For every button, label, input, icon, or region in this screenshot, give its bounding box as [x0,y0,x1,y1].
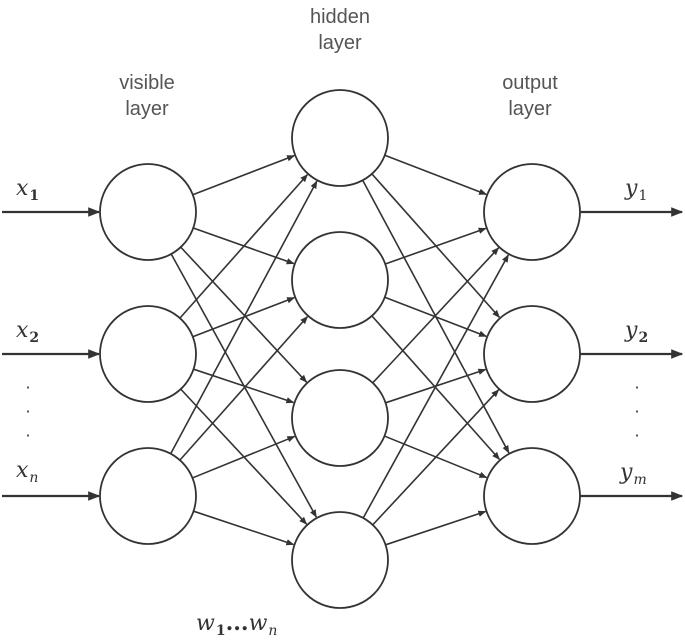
input-xn-base: x [16,458,29,483]
neuron-nodes [99,89,581,609]
input-xn-subscript: n [29,470,39,486]
input-x2-subscript: 2 [29,330,40,346]
hidden-node-2 [291,231,389,329]
output-layer-label: output layer [460,70,600,122]
output-label-y1: y1 [625,176,647,204]
edge-visible-2-to-hidden-1 [179,174,309,319]
output-ym-subscript: m [633,472,647,488]
edge-visible-3-to-hidden-2 [179,316,309,461]
output-node-1 [483,163,581,261]
visible-layer-label-line1: visible [119,72,175,94]
hidden-node-4 [291,511,389,609]
input-ellipsis: · · · [22,376,34,448]
weight-sub-start: 1 [215,623,226,639]
io-arrows [2,207,684,501]
visible-layer-label-line2: layer [125,98,169,120]
weight-w-start: w [196,611,215,636]
output-ellipsis-dot-2: · [634,402,640,421]
connection-edges [169,154,510,546]
input-x1-subscript: 1 [29,188,40,204]
output-node-3 [483,447,581,545]
input-ellipsis-dot-3: · [25,426,31,445]
edge-visible-1-to-hidden-3 [180,246,308,383]
visible-node-2 [99,305,197,403]
output-label-y2: y2 [625,318,648,346]
output-layer-label-line2: layer [508,98,552,120]
edge-visible-3-to-hidden-3 [192,435,296,479]
visible-node-1 [99,163,197,261]
output-y2-subscript: 2 [638,330,649,346]
weights-label: w1...wn [196,610,277,639]
edge-hidden-3-to-output-1 [372,247,500,384]
edge-hidden-4-to-output-2 [372,389,500,526]
edge-hidden-4-to-output-1 [362,254,510,519]
edge-hidden-1-to-output-1 [384,154,488,196]
output-y1-subscript: 1 [638,188,648,204]
input-x1-base: x [16,176,29,201]
hidden-node-1 [291,89,389,187]
input-label-x1: x1 [16,176,39,204]
output-node-2 [483,305,581,403]
output-ellipsis-dot-3: · [634,426,640,445]
hidden-layer-label-line2: layer [318,32,362,54]
output-ellipsis-dot-1: · [634,378,640,397]
input-x2-base: x [16,318,29,343]
output-y1-base: y [625,176,638,201]
weight-w-end: w [248,611,268,636]
output-ellipsis: · · · [631,376,643,448]
edge-visible-1-to-hidden-1 [192,154,296,196]
weight-ellipsis: ... [225,610,249,636]
input-ellipsis-dot-1: · [25,378,31,397]
edge-hidden-4-to-output-3 [385,510,487,546]
edge-hidden-2-to-output-1 [384,227,487,265]
input-label-xn: xn [16,458,38,486]
visible-layer-label: visible layer [77,70,217,122]
visible-node-3 [99,447,197,545]
input-ellipsis-dot-2: · [25,402,31,421]
edge-visible-3-to-hidden-1 [169,180,318,455]
edge-visible-2-to-hidden-3 [193,368,295,404]
output-y2-base: y [625,318,638,343]
output-label-ym: ym [620,460,647,488]
output-layer-label-line1: output [502,72,558,94]
output-ym-base: y [620,460,633,485]
hidden-layer-label: hidden layer [270,4,410,56]
input-label-x2: x2 [16,318,39,346]
hidden-node-3 [291,369,389,467]
hidden-layer-label-line1: hidden [309,6,371,28]
edge-visible-3-to-hidden-4 [193,510,295,546]
weight-sub-end: n [268,623,278,639]
edge-hidden-2-to-output-2 [384,296,488,338]
